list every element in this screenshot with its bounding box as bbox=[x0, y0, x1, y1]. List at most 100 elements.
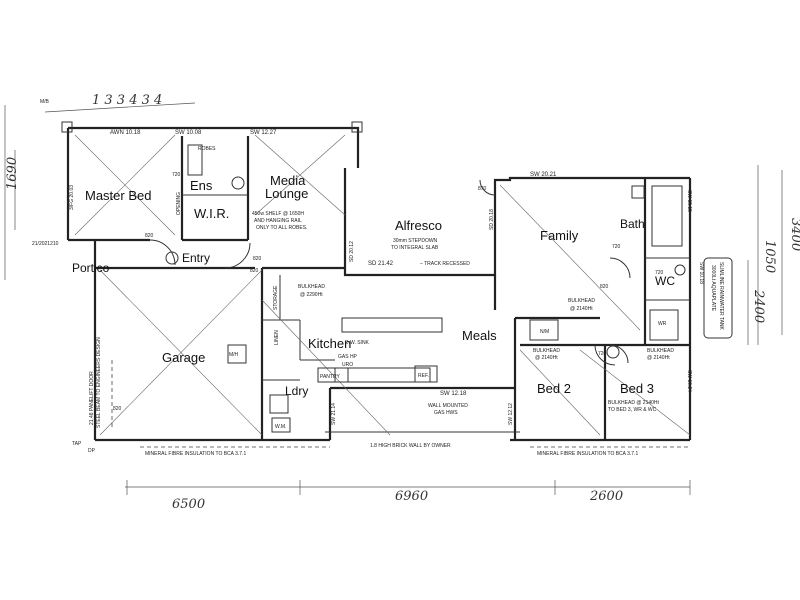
door-label: 820 bbox=[253, 256, 262, 262]
room-bed2: Bed 2 bbox=[537, 381, 571, 396]
dim-bottom-c: 2600 bbox=[589, 489, 623, 504]
bed-marker-icon bbox=[606, 345, 620, 359]
room-bed3: Bed 3 bbox=[620, 381, 654, 396]
room-ldry: Ldry bbox=[285, 384, 308, 398]
note-shelf-3: ONLY TO ALL ROBES. bbox=[256, 225, 307, 231]
window-sw5: SW 21.14 bbox=[331, 403, 337, 425]
note-wr: WR bbox=[658, 321, 667, 327]
room-kitchen: Kitchen bbox=[308, 336, 351, 351]
window-sd3: SD 21.42 bbox=[368, 261, 394, 267]
room-entry: Entry bbox=[182, 251, 210, 265]
room-family: Family bbox=[540, 228, 579, 243]
room-bath: Bath bbox=[620, 217, 645, 231]
dim-bottom-b: 6960 bbox=[395, 489, 428, 504]
window-sw2: SW 12.27 bbox=[250, 130, 277, 136]
note-dp: DP bbox=[88, 448, 96, 454]
note-steel-beam: STEEL BEAM TO ENGINEERS DESIGN bbox=[96, 337, 102, 428]
note-bulkhead-bed3-3: BULKHEAD @ 2140Ht bbox=[608, 400, 660, 406]
rainwater-tank bbox=[703, 257, 733, 339]
note-mb: M/B bbox=[40, 99, 50, 105]
door-label: 720 bbox=[172, 172, 181, 178]
window-sd2: SD 20.18 bbox=[489, 209, 495, 230]
door-label: 870 bbox=[478, 186, 487, 192]
window-sw8: SW 10.24 bbox=[686, 370, 692, 392]
outer-walls bbox=[66, 126, 692, 442]
door-swings bbox=[149, 179, 631, 366]
top-ticks-label: 1 3 3 4 3 4 bbox=[92, 93, 162, 108]
note-bulkhead-bed3-4: TO BED 3, WR & WC bbox=[608, 407, 657, 413]
window-sw4: SW 15.15 bbox=[686, 190, 692, 212]
note-bulkhead-garage-2: @ 2290Ht bbox=[300, 292, 323, 298]
room-portico: Portico bbox=[72, 261, 110, 275]
note-rain-tank-1: 3000Lt AQUAPLATE bbox=[710, 265, 716, 312]
note-storage: STORAGE bbox=[273, 285, 279, 310]
dim-right-a: 1050 bbox=[762, 240, 777, 273]
note-bulkhead-bed3: BULKHEAD bbox=[647, 348, 674, 354]
note-insulation-2: MINERAL FIBRE INSULATION TO BCA 3.7.1 bbox=[537, 451, 638, 457]
room-garage: Garage bbox=[162, 350, 205, 365]
door-label: 820 bbox=[250, 268, 259, 274]
room-alfresco: Alfresco bbox=[395, 218, 442, 233]
room-wc: WC bbox=[655, 274, 675, 288]
note-rain-tank-2: SLIMLINE RAINWATER TANK bbox=[718, 262, 724, 331]
room-master-bed: Master Bed bbox=[85, 188, 151, 203]
door-label: 720 bbox=[655, 270, 664, 276]
window-sw6: SW 12.18 bbox=[440, 391, 467, 397]
door-label: 820 bbox=[600, 284, 609, 290]
window-sw7: SW 12.12 bbox=[508, 403, 514, 425]
note-track: – TRACK RECESSED bbox=[420, 261, 470, 267]
note-wall-gas-1: WALL MOUNTED bbox=[428, 403, 468, 409]
note-opening: OPENING bbox=[176, 192, 182, 215]
note-insulation-1: MINERAL FIBRE INSULATION TO BCA 3.7.1 bbox=[145, 451, 246, 457]
entry-marker-icon bbox=[165, 251, 179, 265]
note-shelf-1: 450w SHELF @ 1650H bbox=[252, 211, 304, 217]
door-label: 820 bbox=[145, 233, 154, 239]
dim-right-b: 3400 bbox=[788, 218, 800, 251]
roof-lines bbox=[74, 134, 691, 436]
note-pantry: PANTRY bbox=[320, 374, 340, 380]
dim-left-a: 1690 bbox=[5, 157, 20, 190]
note-bulkhead-bed3-2: @ 2140Ht bbox=[647, 355, 670, 361]
note-bulkhead-bed2-2: @ 2140Ht bbox=[535, 355, 558, 361]
note-dw-sink: D.W. SINK bbox=[345, 340, 370, 346]
window-fw: 3/FG 20.03 bbox=[69, 185, 75, 210]
note-brick-wall: 1.8 HIGH BRICK WALL BY OWNER bbox=[370, 443, 451, 449]
window-awn: AWN 10.18 bbox=[110, 130, 141, 136]
window-sw9: SW 10.18 bbox=[698, 262, 704, 284]
window-sw1: SW 10.08 bbox=[175, 130, 202, 136]
note-shelf-2: AND HANGING RAIL bbox=[254, 218, 302, 224]
door-labels: 820 720 820 870 820 820 720 720 720 820 bbox=[113, 172, 664, 412]
window-sw3: SW 20.21 bbox=[530, 172, 557, 178]
door-label: 720 bbox=[612, 244, 621, 250]
room-lounge: Lounge bbox=[265, 186, 308, 201]
note-bulkhead-bed2: BULKHEAD bbox=[533, 348, 560, 354]
note-mh: M/H bbox=[229, 352, 239, 358]
window-fw2: 21/2021210 bbox=[32, 241, 59, 247]
door-label: 820 bbox=[113, 406, 122, 412]
note-wall-gas-2: GAS HWS bbox=[434, 410, 458, 416]
note-tap: TAP bbox=[72, 441, 82, 447]
dim-right-c: 2400 bbox=[751, 289, 766, 323]
fixtures bbox=[61, 121, 733, 433]
note-bulkhead-family: BULKHEAD bbox=[568, 298, 595, 304]
note-stepdown-1: 30mm STEPDOWN bbox=[393, 238, 438, 244]
note-bulkhead-garage: BULKHEAD bbox=[298, 284, 325, 290]
room-media: Media bbox=[270, 173, 306, 188]
door-label: 720 bbox=[598, 351, 607, 357]
room-meals: Meals bbox=[462, 328, 497, 343]
note-linen: LINEN bbox=[274, 330, 280, 345]
note-gas-hp: GAS HP bbox=[338, 354, 358, 360]
dimension-lines bbox=[4, 102, 783, 495]
note-robes: ROBES bbox=[198, 146, 216, 152]
note-nm: N/M bbox=[540, 329, 549, 335]
note-bulkhead-family-2: @ 2140Ht bbox=[570, 306, 593, 312]
room-ens: Ens bbox=[190, 178, 213, 193]
note-garage-door: 21.48 PANELIFT DOOR bbox=[89, 371, 95, 425]
note-uro: URO bbox=[342, 362, 353, 368]
note-stepdown-2: TO INTEGRAL SLAB bbox=[391, 245, 439, 251]
room-wir: W.I.R. bbox=[194, 206, 229, 221]
dim-bottom-a: 6500 bbox=[172, 497, 205, 512]
note-wm: W.M. bbox=[275, 424, 286, 430]
window-sd1: SD 20.12 bbox=[349, 241, 355, 262]
